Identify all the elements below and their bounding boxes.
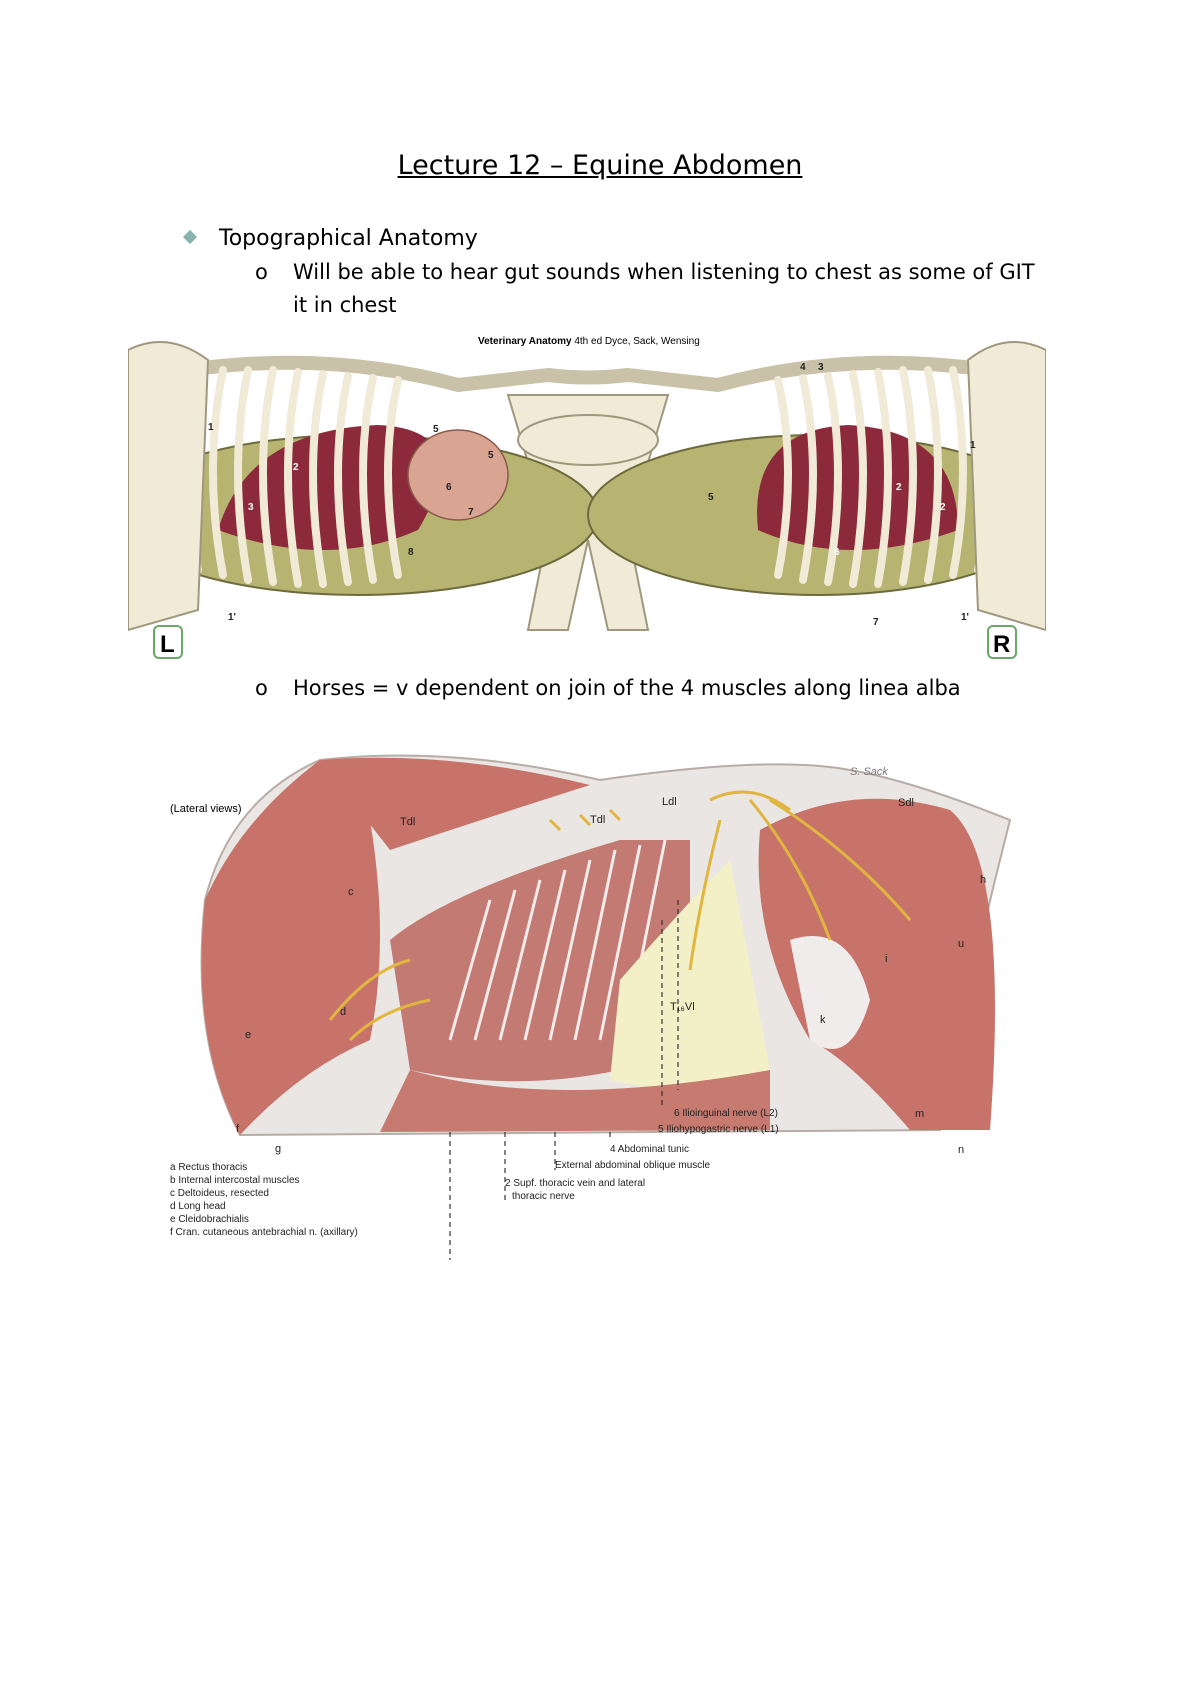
nerve-label: Sdl: [898, 797, 914, 809]
view-label: (Lateral views): [170, 803, 242, 815]
bullet-topographical-anatomy: Topographical Anatomy: [182, 226, 478, 251]
legend-item: f Cran. cutaneous antebrachial n. (axill…: [170, 1227, 358, 1238]
fig1-left-num: 5: [488, 450, 494, 461]
nerve-label: Tdl: [590, 814, 605, 826]
letter-label: c: [348, 886, 354, 898]
fig1-left-num: 6: [446, 482, 452, 493]
diamond-bullet-icon: [182, 229, 198, 245]
fig1-left-num: 8: [408, 547, 414, 558]
callout-label: External abdominal oblique muscle: [555, 1160, 711, 1171]
letter-label: g: [275, 1143, 281, 1155]
letter-label: n: [958, 1144, 964, 1156]
legend-item: a Rectus thoracis: [170, 1162, 247, 1173]
circle-bullet-icon: o: [255, 260, 268, 284]
fig1-right-num: 1: [970, 440, 976, 451]
fig1-left-num: 5: [433, 424, 439, 435]
letter-label: u: [958, 938, 964, 950]
letter-label: k: [820, 1014, 826, 1026]
legend-item: c Deltoideus, resected: [170, 1188, 269, 1199]
figure-topographical-lateral-views: Veterinary Anatomy 4th ed Dyce, Sack, We…: [128, 330, 1046, 670]
letter-label: f: [236, 1123, 240, 1135]
figure1-caption: Veterinary Anatomy 4th ed Dyce, Sack, We…: [478, 336, 700, 347]
figure-trunk-muscles-nerves: (Lateral views) S. Sack Tdl Tdl Ldl Sdl …: [150, 740, 1030, 1260]
fig1-right-num: 6: [834, 547, 840, 558]
fig1-right-num: 7: [873, 617, 879, 628]
fig1-right-num: 5: [708, 492, 714, 503]
legend-item: e Cleidobrachialis: [170, 1214, 249, 1225]
letter-label: h: [980, 874, 986, 886]
letter-label: m: [915, 1108, 924, 1120]
fig1-right-num: 3: [818, 362, 824, 373]
letter-label: d: [340, 1006, 346, 1018]
nerve-label: Tdl: [400, 816, 415, 828]
legend-item: b Internal intercostal muscles: [170, 1175, 300, 1186]
nerve-label: T₁₆Vl: [670, 1001, 695, 1013]
caption-rest: 4th ed Dyce, Sack, Wensing: [572, 336, 700, 347]
fig1-right-num: 2: [940, 502, 946, 513]
callout-label: 6 Ilioinguinal nerve (L2): [674, 1108, 778, 1119]
circle-bullet-icon: o: [255, 676, 268, 700]
caption-bold: Veterinary Anatomy: [478, 336, 572, 347]
letter-label: i: [885, 953, 887, 965]
bullet-main-text: Topographical Anatomy: [219, 226, 478, 251]
legend-item: d Long head: [170, 1201, 226, 1212]
fig1-left-num: 1': [228, 612, 236, 623]
page-title: Lecture 12 – Equine Abdomen: [397, 150, 803, 181]
fig1-left-num: 3: [248, 502, 254, 513]
fig1-right-num: 4: [800, 362, 806, 373]
callout-label: 4 Abdominal tunic: [610, 1144, 689, 1155]
fig1-left-num: 1: [208, 422, 214, 433]
left-side-label: L: [160, 631, 175, 658]
fig1-right-num: 1': [961, 612, 969, 623]
fig1-left-num: 2: [293, 462, 299, 473]
right-side-label: R: [993, 631, 1010, 658]
callout-label: thoracic nerve: [512, 1191, 575, 1202]
sub-bullet-text: Will be able to hear gut sounds when lis…: [293, 260, 1035, 317]
sub-bullet-text: Horses = v dependent on join of the 4 mu…: [293, 676, 961, 700]
letter-label: e: [245, 1029, 251, 1041]
sub-bullet-linea-alba: o Horses = v dependent on join of the 4 m…: [255, 672, 961, 705]
sub-bullet-gut-sounds: o Will be able to hear gut sounds when li…: [255, 256, 1053, 322]
callout-label: 5 Iliohypogastric nerve (L1): [658, 1124, 779, 1135]
callout-label: 2 Supf. thoracic vein and lateral: [505, 1178, 645, 1189]
fig1-right-num: 2: [896, 482, 902, 493]
artist-signature: S. Sack: [850, 766, 888, 778]
fig1-left-num: 7: [468, 507, 474, 518]
nerve-label: Ldl: [662, 796, 677, 808]
